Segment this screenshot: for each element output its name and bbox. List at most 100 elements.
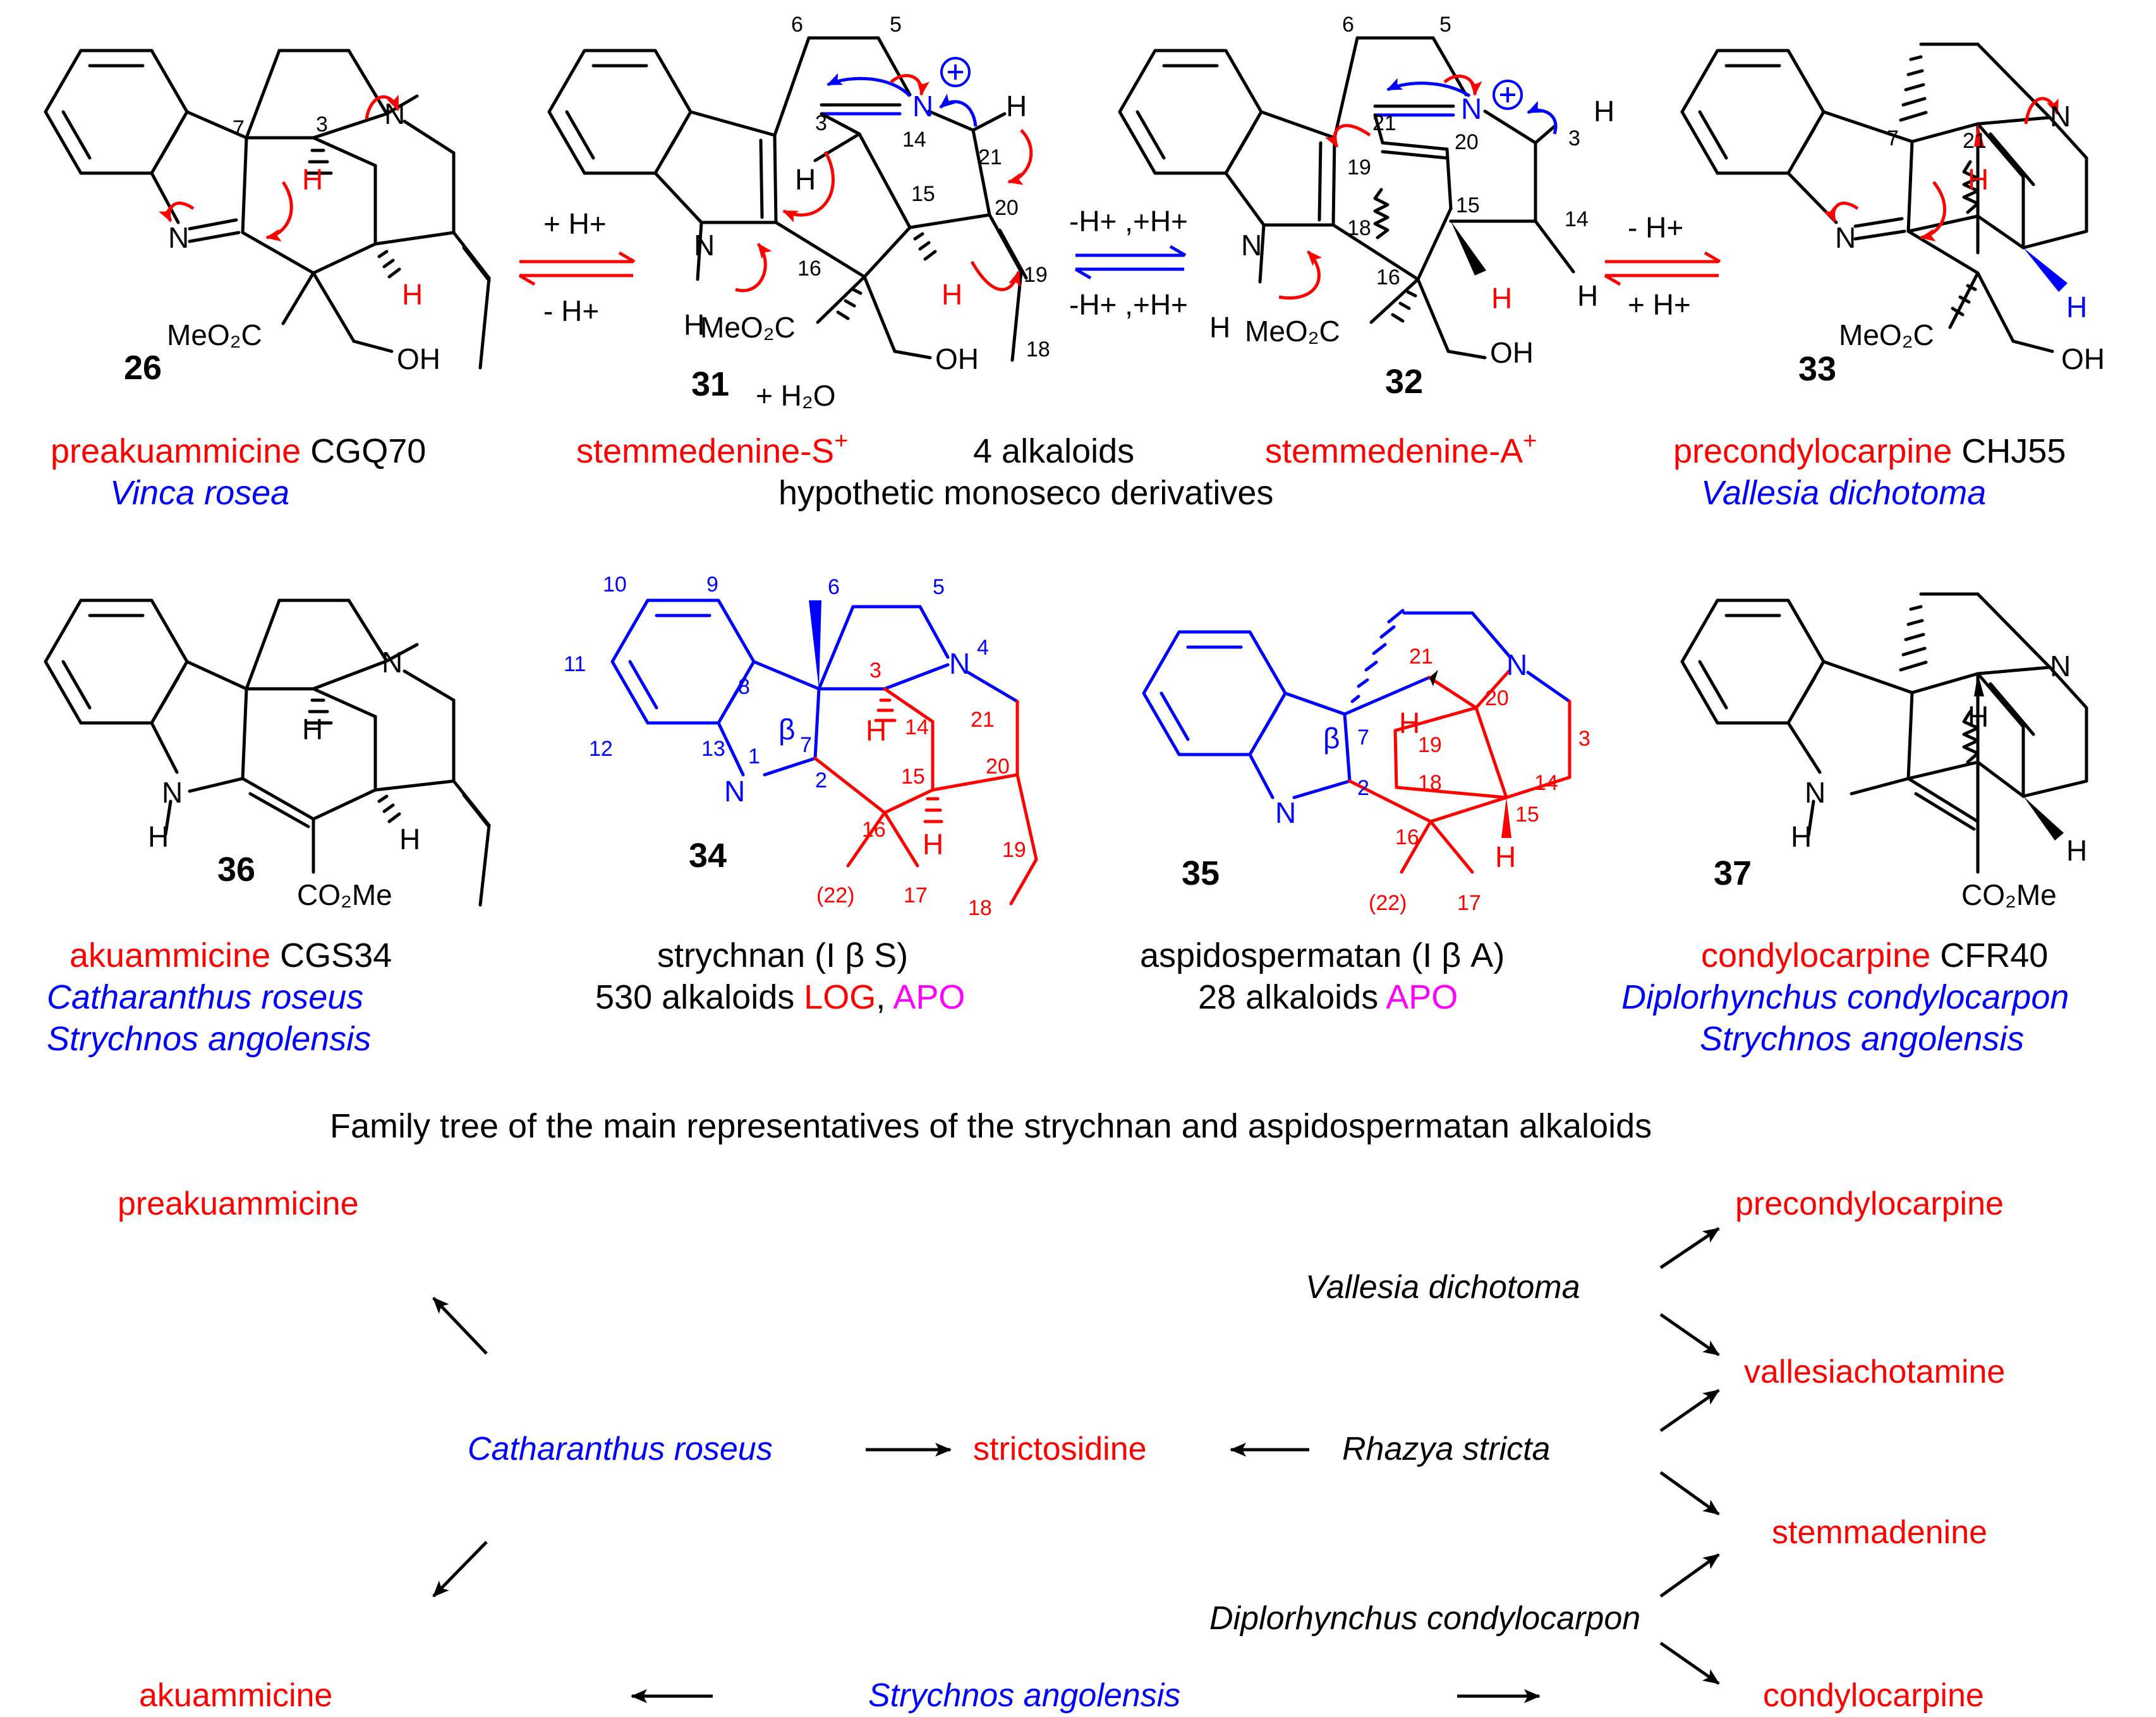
atom-number: 5 bbox=[890, 13, 902, 37]
atom-number: 1 bbox=[748, 744, 760, 768]
atom-number: 17 bbox=[904, 883, 928, 907]
atom-label: N bbox=[2050, 100, 2071, 133]
atom-number: 14 bbox=[902, 128, 926, 152]
atom-label: H bbox=[1968, 700, 1989, 733]
caption-33: precondylocarpine CHJ55 bbox=[1673, 432, 2066, 470]
hash-bond bbox=[305, 149, 401, 279]
equilibrium-label: - H+ bbox=[1628, 211, 1683, 244]
atom-label: H bbox=[399, 823, 420, 856]
atom-number: 12 bbox=[589, 737, 613, 761]
atom-number: 20 bbox=[1485, 686, 1509, 710]
atom-label: N bbox=[2050, 650, 2071, 683]
tree-product: akuammicine bbox=[139, 1677, 332, 1714]
structure-34 bbox=[610, 598, 1038, 906]
atom-number: 20 bbox=[995, 196, 1019, 220]
atom-number: 3 bbox=[1568, 126, 1580, 150]
equilibrium-label: + H+ bbox=[543, 207, 607, 240]
atom-number: 18 bbox=[1026, 337, 1050, 361]
atom-number: 18 bbox=[1347, 216, 1371, 240]
middle-count: 4 alkaloids bbox=[973, 432, 1134, 470]
atom-number: 17 bbox=[1457, 891, 1481, 915]
caption-31: stemmedenine-S+ bbox=[576, 428, 848, 470]
atom-number: 11 bbox=[564, 652, 586, 676]
caption-35-count: 28 alkaloids APO bbox=[1198, 978, 1458, 1016]
atom-number: 6 bbox=[791, 13, 803, 37]
atom-label: H bbox=[1399, 707, 1420, 739]
atom-label: H bbox=[148, 820, 169, 853]
atom-number: 7 bbox=[233, 116, 245, 140]
atom-label: N bbox=[1835, 221, 1856, 254]
atom-label: H bbox=[402, 278, 423, 311]
atom-label: OH bbox=[2061, 343, 2105, 375]
water-label: + H₂O bbox=[756, 379, 836, 412]
ester-label: MeO₂C bbox=[700, 311, 796, 344]
atom-number: 14 bbox=[1534, 771, 1558, 795]
atom-label: H bbox=[302, 163, 323, 196]
atom-number: 19 bbox=[1347, 155, 1371, 179]
structure-37 bbox=[1680, 592, 2088, 874]
tree-product: preakuammicine bbox=[118, 1186, 359, 1222]
compound-number: 26 bbox=[124, 349, 162, 387]
atom-number: 19 bbox=[1024, 263, 1048, 287]
compound-number: 33 bbox=[1798, 350, 1836, 388]
compound-number: 34 bbox=[689, 837, 727, 875]
atom-label: N bbox=[162, 776, 183, 809]
equilibrium-arrows-2 bbox=[1074, 245, 1187, 280]
atom-number: 4 bbox=[977, 636, 989, 660]
compound-number: 32 bbox=[1385, 363, 1423, 401]
structure-32 bbox=[1118, 36, 1575, 360]
atom-label: H bbox=[1491, 282, 1512, 315]
compound-number: 37 bbox=[1714, 854, 1752, 892]
atom-label: OH bbox=[397, 343, 440, 375]
source-plant: Diplorhynchus condylocarpon bbox=[1621, 978, 2069, 1016]
structure-26 bbox=[44, 49, 491, 370]
caption-34: strychnan (I β S) bbox=[657, 937, 908, 974]
atom-label: N bbox=[694, 229, 715, 262]
equilibrium-arrows-1 bbox=[518, 251, 636, 286]
atom-label: N bbox=[1241, 229, 1262, 262]
atom-number: 6 bbox=[828, 575, 840, 599]
atom-label: H bbox=[2066, 834, 2087, 867]
ester-label: MeO₂C bbox=[1839, 319, 1934, 351]
atom-number: 20 bbox=[986, 755, 1010, 779]
equilibrium-label: - H+ bbox=[543, 294, 599, 327]
structure-31 bbox=[547, 36, 1033, 362]
atom-label: N bbox=[168, 221, 189, 254]
tree-title: Family tree of the main representatives … bbox=[330, 1107, 1652, 1145]
structure-35 bbox=[1142, 609, 1572, 874]
atom-label: N bbox=[1461, 92, 1482, 125]
atom-number: 16 bbox=[1376, 265, 1400, 289]
hash-bond bbox=[1350, 609, 1405, 703]
tree-product: precondylocarpine bbox=[1735, 1186, 2004, 1222]
atom-label: OH bbox=[935, 343, 979, 375]
atom-number: 21 bbox=[1372, 111, 1396, 135]
atom-number: 14 bbox=[1565, 207, 1589, 231]
equilibrium-label: + H+ bbox=[1628, 288, 1691, 321]
tree-plant: Vallesia dichotoma bbox=[1305, 1269, 1580, 1306]
atom-label: H bbox=[1006, 90, 1027, 123]
atom-number: 3 bbox=[815, 111, 827, 135]
tree-plant: Strychnos angolensis bbox=[868, 1677, 1180, 1714]
source-plant: Vinca rosea bbox=[110, 474, 289, 512]
atom-label: H bbox=[1577, 279, 1598, 312]
atom-number: 8 bbox=[738, 675, 750, 699]
atom-number: 16 bbox=[1395, 825, 1419, 849]
atom-label: H bbox=[923, 828, 943, 861]
compound-number: 31 bbox=[691, 365, 729, 403]
atom-label: H bbox=[684, 308, 705, 341]
caption-34-count: 530 alkaloids LOG, APO bbox=[595, 978, 965, 1016]
atom-number: 19 bbox=[1002, 838, 1026, 862]
equilibrium-arrows-3 bbox=[1604, 251, 1721, 286]
atom-label: β bbox=[778, 713, 795, 746]
atom-number: 6 bbox=[1342, 13, 1354, 37]
ester-label: MeO₂C bbox=[167, 319, 262, 351]
source-plant: Strychnos angolensis bbox=[47, 1020, 371, 1058]
ester-label: CO₂Me bbox=[297, 878, 392, 911]
tree-plant: Catharanthus roseus bbox=[468, 1431, 773, 1467]
atom-number: 21 bbox=[1963, 129, 1987, 153]
equilibrium-label: -H+ ,+H+ bbox=[1069, 205, 1188, 238]
atom-label: N bbox=[724, 775, 745, 808]
atom-number: 16 bbox=[862, 818, 886, 842]
atom-number: 19 bbox=[1418, 733, 1442, 757]
atom-label: H bbox=[1594, 95, 1614, 128]
